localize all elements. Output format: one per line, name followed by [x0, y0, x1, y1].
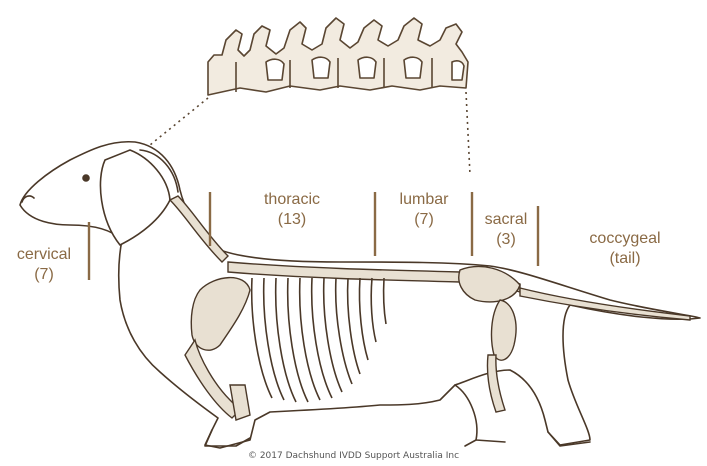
label-cervical-name: cervical — [6, 245, 82, 265]
label-cervical-count: (7) — [6, 265, 82, 285]
label-sacral: sacral (3) — [476, 210, 536, 250]
label-coccygeal-count: (tail) — [572, 249, 678, 269]
label-lumbar-count: (7) — [388, 210, 460, 230]
label-sacral-count: (3) — [476, 230, 536, 250]
vertebrae-closeup — [208, 18, 468, 95]
label-sacral-name: sacral — [476, 210, 536, 230]
copyright-credit: © 2017 Dachshund IVDD Support Australia … — [0, 451, 707, 461]
label-thoracic-count: (13) — [252, 210, 332, 230]
label-lumbar-name: lumbar — [388, 190, 460, 210]
label-thoracic-name: thoracic — [252, 190, 332, 210]
label-cervical: cervical (7) — [6, 245, 82, 285]
label-coccygeal-name: coccygeal — [572, 229, 678, 249]
label-coccygeal: coccygeal (tail) — [572, 229, 678, 269]
zoom-line-left — [150, 98, 208, 145]
label-lumbar: lumbar (7) — [388, 190, 460, 230]
label-thoracic: thoracic (13) — [252, 190, 332, 230]
zoom-line-right — [466, 92, 470, 175]
